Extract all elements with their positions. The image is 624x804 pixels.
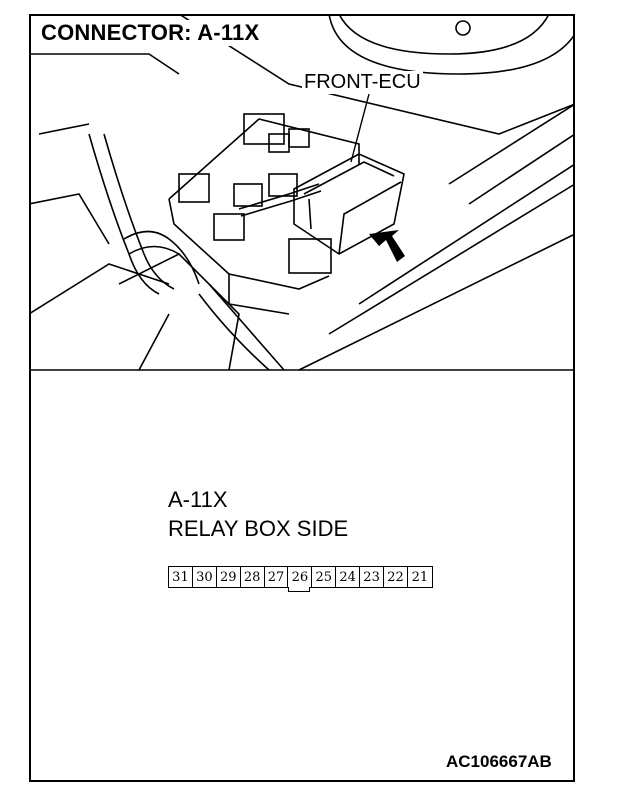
engine-bay-illustration — [29, 14, 575, 371]
pin-cell: 27 — [265, 567, 289, 587]
pin-cell: 28 — [241, 567, 265, 587]
connector-lock-key — [288, 587, 310, 592]
front-ecu-callout: FRONT-ECU — [302, 71, 423, 94]
pin-cell: 26 — [288, 567, 313, 587]
connector-side: RELAY BOX SIDE — [168, 516, 349, 541]
pin-cell: 22 — [384, 567, 408, 587]
pin-cell: 29 — [217, 567, 241, 587]
arrow-marker — [369, 230, 405, 262]
pin-cell: 24 — [336, 567, 361, 587]
connector-title: CONNECTOR: A-11X — [38, 20, 263, 46]
pin-cell: 25 — [312, 567, 337, 587]
pin-cell: 23 — [360, 567, 385, 587]
pin-cell: 21 — [411, 569, 429, 585]
figure-frame — [29, 14, 575, 782]
pin-cell: 31 — [169, 567, 193, 587]
connector-pin-face: 31 30 29 28 27 26 25 24 23 22 21 — [168, 566, 433, 588]
figure-code: AC106667AB — [446, 752, 552, 771]
connector-id: A-11X — [168, 487, 228, 512]
pin-cell: 30 — [193, 567, 217, 587]
